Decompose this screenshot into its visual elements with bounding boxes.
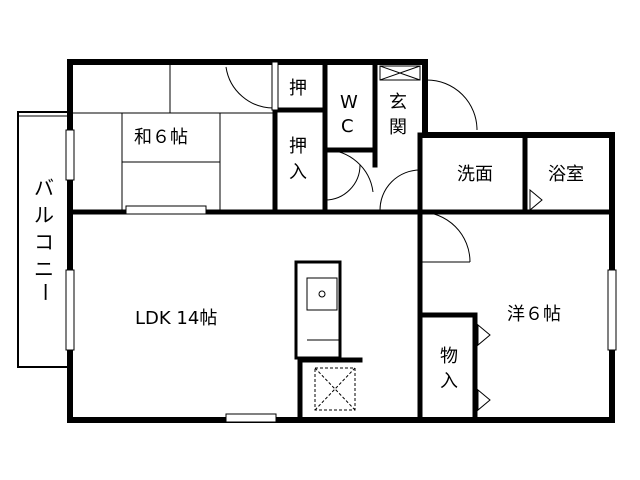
balcony-label-1: バ: [34, 176, 54, 200]
room-label-genkan-2: 関: [389, 117, 407, 138]
balcony-label-2: ル: [34, 203, 54, 227]
room-label-washitsu: 和６帖: [134, 127, 188, 148]
room-label-wc-1: W: [340, 92, 358, 113]
shoe-box: [379, 65, 421, 81]
room-label-youshitsu: 洋６帖: [507, 304, 561, 325]
room-label-yokushitsu: 浴室: [548, 164, 584, 185]
room-label-monoire-1: 物: [440, 346, 458, 367]
room-label-senmen: 洗面: [457, 164, 493, 185]
fridge-space: [314, 367, 356, 411]
room-label-monoire-2: 入: [440, 371, 458, 392]
room-label-oshiire-bottom-1: 押: [289, 136, 307, 157]
tatami-lines: [70, 62, 275, 212]
room-label-wc-2: C: [341, 116, 354, 137]
exterior-walls: [67, 59, 615, 423]
room-label-ldk: LDK 14帖: [135, 308, 217, 329]
room-label-genkan-1: 玄: [389, 92, 407, 113]
closet-markers: [477, 188, 543, 412]
balcony-label-4: ニ: [34, 257, 54, 281]
balcony-label-3: コ: [34, 230, 54, 254]
kitchen-counter: [294, 260, 342, 360]
windows: [65, 61, 617, 423]
door-swings: [225, 66, 478, 263]
room-label-oshiire-bottom-2: 入: [289, 162, 307, 183]
room-label-oshiire-top: 押: [289, 78, 307, 99]
balcony-label-5: ー: [33, 282, 57, 302]
